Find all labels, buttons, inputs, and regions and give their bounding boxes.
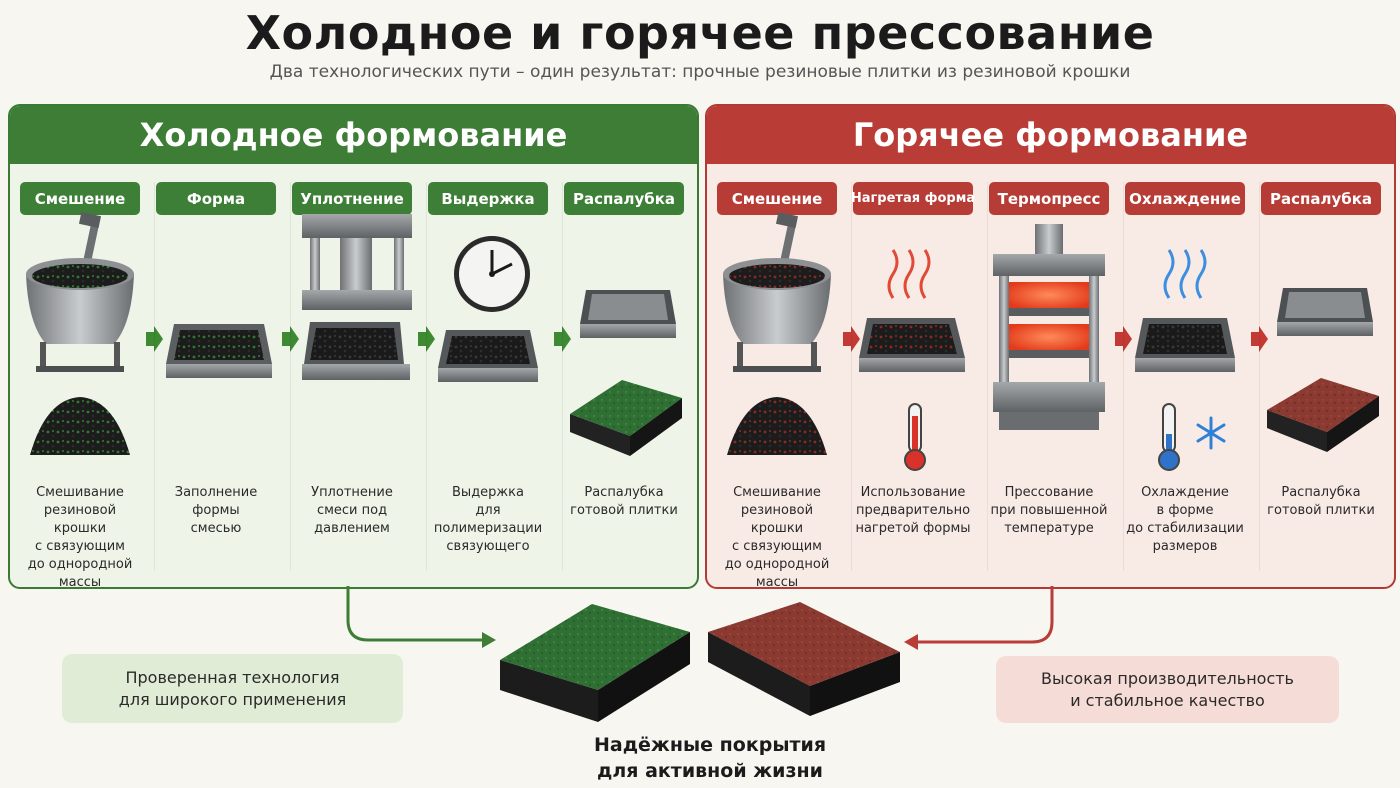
hot-step-heated-mold: Нагретая форма Использование предварител… [849,174,977,579]
arrow-right-icon [1115,326,1132,352]
press-icon [302,214,412,380]
heat-waves-icon [887,249,931,299]
arrow-right-icon [843,326,860,352]
cold-step-mold: Форма Заполнение формы смесью [152,174,280,579]
arrow-right-icon [282,326,299,352]
hot-step-desc: Смешивание резиновой крошки с связующим … [724,485,830,589]
cold-step-desc: Смешивание резиновой крошки с связующим … [27,485,133,589]
arrow-right-icon [418,326,435,352]
hot-molding-panel: Горячее формование Смешение Смешивание р… [705,104,1396,589]
cold-step-curing: Выдержка Выдержка для полимеризации связ… [424,174,552,579]
arrow-left-icon [904,634,918,650]
red-tile-icon [708,602,900,716]
hot-step-label: Распалубка [1261,182,1381,215]
hot-panel-title: Горячее формование [707,106,1394,164]
hot-steps: Смешение Смешивание резиновой крошки с с… [713,174,1388,587]
page-subtitle: Два технологических пути – один результа… [269,62,1131,82]
hot-step-cooling: Охлаждение [1121,174,1249,579]
result-caption: Надёжные покрытия для активной жизни [593,734,827,782]
page-title: Холодное и горячее прессование [245,6,1155,60]
cold-step-desc: Уплотнение смеси под давлением [311,485,393,536]
empty-mold-icon [580,290,676,338]
hot-step-label: Нагретая форма [851,182,975,215]
snowflake-icon [1196,416,1226,450]
cold-steps: Смешение Смешивание резиновой крошки с с… [16,174,691,587]
cold-panel-title: Холодное формование [10,106,697,164]
thermometer-hot-icon [904,403,926,471]
hot-step-label: Охлаждение [1125,182,1245,215]
hot-step-mixing: Смешение Смешивание резиновой крошки с с… [713,174,841,587]
cold-step-desc: Распалубка готовой плитки [570,485,678,518]
hot-step-desc: Охлаждение в форме до стабилизации разме… [1126,485,1244,554]
cold-step-mixing: Смешение Смешивание резиновой крошки с с… [16,174,144,587]
cold-step-desc: Заполнение формы смесью [174,485,258,536]
cold-step-label: Выдержка [428,182,548,215]
hot-step-desc: Распалубка готовой плитки [1267,485,1375,518]
cold-step-label: Форма [156,182,276,215]
hot-step-label: Термопресс [989,182,1109,215]
cold-benefit-note: Проверенная технология для широкого прим… [62,654,403,723]
cold-molding-panel: Холодное формование Смешение Смешивание … [8,104,699,589]
hot-benefit-note: Высокая производительность и стабильное … [996,656,1339,723]
arrow-right-icon [146,326,163,352]
empty-mold-icon [1277,288,1373,336]
arrow-right-icon [1251,326,1268,352]
hot-step-demolding: Распалубка Распалубка готовой плитки [1257,174,1385,579]
green-tile-icon [570,380,682,456]
thermometer-cold-icon [1158,403,1180,471]
arrow-right-icon [554,326,571,352]
green-tile-icon [500,604,690,722]
mold-icon [1135,318,1235,372]
hot-step-label: Смешение [717,182,837,215]
cold-step-desc: Выдержка для полимеризации связующего [433,485,543,554]
filled-mold-icon [859,318,965,372]
clock-icon [454,236,530,312]
hot-step-desc: Прессование при повышенной температуре [990,485,1108,536]
cold-step-label: Уплотнение [292,182,412,215]
hot-connector-line [916,586,1054,644]
arrow-right-icon [482,632,496,648]
crumb-pile-icon [30,397,130,455]
crumb-pile-icon [727,397,827,455]
cool-waves-icon [1163,249,1207,299]
cold-step-compaction: Уплотнение Уплотнение смеси под давление… [288,174,416,579]
cold-step-demolding: Распалубка Распалубка готовой плитки [560,174,688,579]
mixer-icon [723,212,831,372]
filled-mold-icon [166,324,272,378]
mold-icon [438,330,538,382]
cold-step-label: Распалубка [564,182,684,215]
cold-step-label: Смешение [20,182,140,215]
hot-step-desc: Использование предварительно нагретой фо… [855,485,971,536]
red-tile-icon [1267,378,1379,452]
thermopress-icon [993,224,1105,430]
cold-connector-line [346,586,486,642]
hot-step-thermopress: Термопресс Прессование при повышенной те… [985,174,1113,579]
mixer-icon [26,212,134,372]
